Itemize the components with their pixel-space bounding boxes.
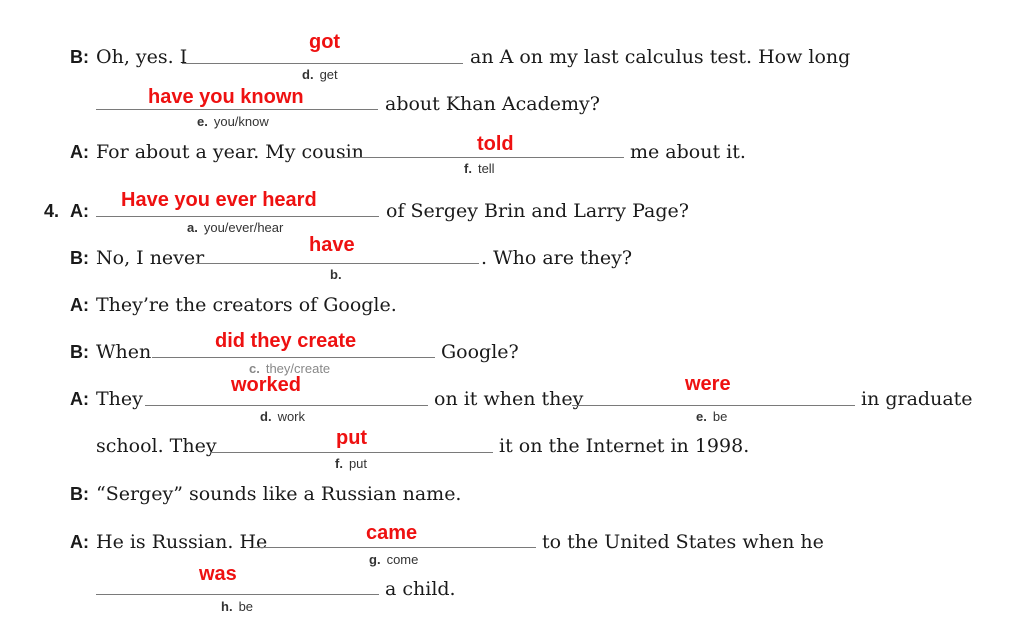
hint-label: d.work xyxy=(260,409,306,424)
hint-label: d.get xyxy=(302,67,338,82)
sentence-text: a child. xyxy=(385,578,456,600)
answer-text: have xyxy=(309,234,355,256)
sentence-text: . Who are they? xyxy=(481,247,633,269)
blank-line[interactable] xyxy=(196,263,479,264)
sentence-text: Google? xyxy=(441,341,519,363)
blank-line[interactable] xyxy=(96,109,378,110)
sentence-text: of Sergey Brin and Larry Page? xyxy=(386,200,689,222)
answer-text: told xyxy=(477,133,514,155)
answer-text: got xyxy=(309,31,341,53)
blank-line[interactable] xyxy=(341,157,624,158)
answer-text: came xyxy=(366,522,418,544)
sentence-text: No, I never xyxy=(96,247,205,269)
hint-label: a.you/ever/hear xyxy=(187,220,284,235)
blank-line[interactable] xyxy=(145,405,428,406)
speaker-label: B: xyxy=(70,484,89,504)
sentence-text: to the United States when he xyxy=(542,531,824,553)
hint-label: h.be xyxy=(221,599,254,614)
speaker-label: A: xyxy=(70,295,89,315)
sentence-text: Oh, yes. I xyxy=(96,46,188,68)
blank-line[interactable] xyxy=(253,547,536,548)
speaker-label: A: xyxy=(70,142,89,162)
answer-text: was xyxy=(199,563,237,585)
speaker-label: B: xyxy=(70,342,89,362)
blank-line[interactable] xyxy=(96,216,379,217)
speaker-label: A: xyxy=(70,201,89,221)
sentence-text: on it when they xyxy=(434,388,584,410)
sentence-text: school. They xyxy=(96,435,217,457)
answer-text: have you known xyxy=(148,86,304,108)
blank-line[interactable] xyxy=(96,594,379,595)
answer-text: put xyxy=(336,427,368,449)
sentence-text: an A on my last calculus test. How long xyxy=(470,46,851,68)
hint-label: f.put xyxy=(335,456,368,471)
blank-line[interactable] xyxy=(182,63,463,64)
hint-label: e.you/know xyxy=(197,114,269,129)
answer-text: did they create xyxy=(215,330,357,352)
hint-label: c.they/create xyxy=(249,361,331,376)
sentence-text: it on the Internet in 1998. xyxy=(499,435,750,457)
sentence-text: “Sergey” sounds like a Russian name. xyxy=(96,483,462,505)
answer-text: Have you ever heard xyxy=(121,189,317,211)
sentence-text: For about a year. My cousin xyxy=(96,141,364,163)
blank-line[interactable] xyxy=(210,452,493,453)
sentence-text: When xyxy=(96,341,152,363)
speaker-label: A: xyxy=(70,532,89,552)
hint-label: f.tell xyxy=(464,161,495,176)
answer-text: worked xyxy=(231,374,302,396)
speaker-label: B: xyxy=(70,248,89,268)
speaker-label: A: xyxy=(70,389,89,409)
hint-label: b. xyxy=(330,267,342,282)
sentence-text: They xyxy=(96,388,143,410)
blank-line[interactable] xyxy=(152,357,435,358)
hint-label: e.be xyxy=(696,409,728,424)
sentence-text: me about it. xyxy=(630,141,746,163)
answer-text: were xyxy=(685,373,731,395)
sentence-text: in graduate xyxy=(861,388,973,410)
hint-label: g.come xyxy=(369,552,419,567)
sentence-text: He is Russian. He xyxy=(96,531,268,553)
sentence-text: about Khan Academy? xyxy=(385,93,600,115)
exercise-number: 4. xyxy=(44,201,60,221)
speaker-label: B: xyxy=(70,47,89,67)
blank-line[interactable] xyxy=(572,405,855,406)
sentence-text: They’re the creators of Google. xyxy=(96,294,397,316)
